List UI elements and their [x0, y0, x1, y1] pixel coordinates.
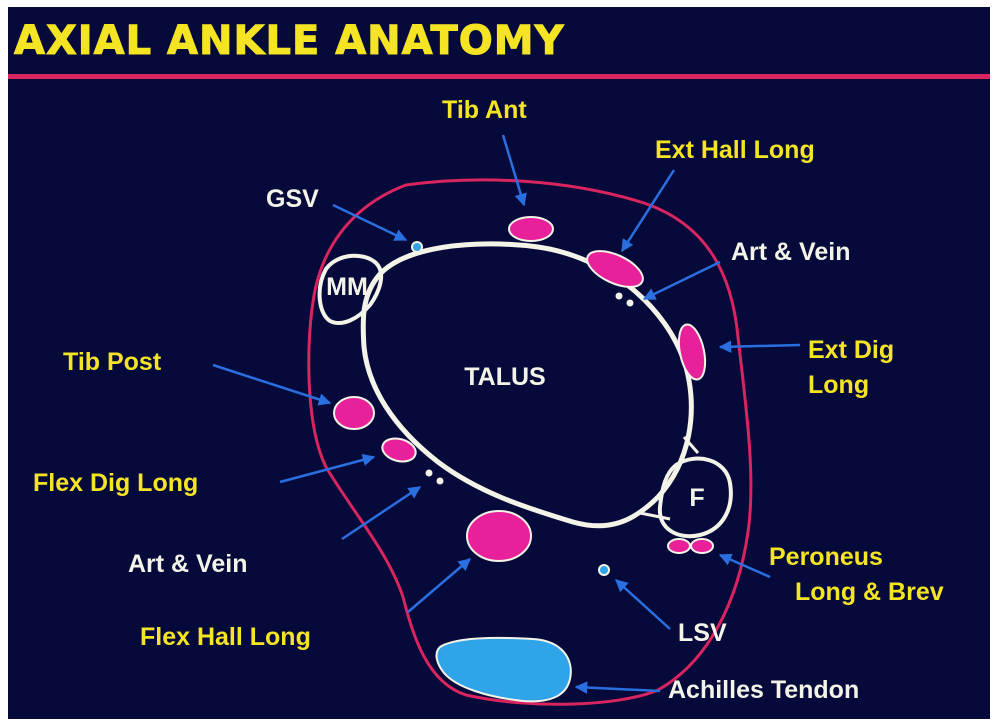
posterior-vein [437, 478, 444, 485]
posterior-artery [426, 470, 433, 477]
tib-ant-tendon [509, 217, 553, 241]
flex-dig-long-label: Flex Dig Long [33, 469, 198, 497]
ext-dig-long-label-line1: Ext Dig [808, 336, 894, 364]
arrow-ext-hall-long [622, 170, 674, 251]
talus-label: TALUS [464, 363, 545, 391]
arrow-art-vein-anterior [644, 262, 720, 299]
arrow-art-vein-posterior [342, 487, 420, 539]
pointer-arrows [213, 135, 800, 691]
lsv-label: LSV [678, 619, 727, 647]
tib-post-tendon [334, 397, 374, 429]
tibiofibular-ligament [640, 513, 670, 519]
gsv-label: GSV [266, 185, 319, 213]
arrow-tib-post [213, 365, 330, 403]
arrow-lsv [616, 580, 670, 629]
ext-hall-long-label: Ext Hall Long [655, 136, 815, 164]
ext-dig-long-tendon [674, 322, 709, 382]
peroneus-label-line2: Long & Brev [795, 578, 944, 606]
medial-malleolus-label: MM [326, 273, 368, 301]
anterior-artery [616, 293, 623, 300]
achilles-label: Achilles Tendon [668, 676, 859, 704]
arrow-achilles [576, 687, 660, 691]
peroneus-longus-tendon [668, 539, 690, 553]
art-vein-anterior-label: Art & Vein [731, 238, 850, 266]
art-vein-posterior-label: Art & Vein [128, 550, 247, 578]
arrow-tib-ant [503, 135, 524, 205]
arrow-ext-dig-long [720, 345, 800, 347]
peroneus-label-line1: Peroneus [769, 543, 883, 571]
arrow-gsv [333, 205, 406, 240]
flex-hall-long-tendon [467, 511, 531, 561]
ext-dig-long-label-line2: Long [808, 371, 869, 399]
arrow-peroneus [720, 555, 770, 577]
peroneus-brevis-tendon [691, 539, 713, 553]
ankle-diagram: TALUS MM F Tib Ant Ext Hall Long GSV Art… [8, 7, 990, 719]
arrow-flex-dig-long [280, 457, 374, 482]
fibula-label: F [689, 484, 704, 512]
anterior-vein [627, 300, 634, 307]
gsv-vessel [412, 242, 422, 252]
arrow-flex-hall-long [408, 559, 470, 612]
tib-ant-label: Tib Ant [442, 96, 527, 124]
ext-hall-long-tendon [582, 244, 648, 295]
tib-post-label: Tib Post [63, 348, 162, 376]
lsv-vessel [599, 565, 609, 575]
slide: AXIAL ANKLE ANATOMY [8, 7, 990, 719]
flex-hall-long-label: Flex Hall Long [140, 623, 311, 651]
